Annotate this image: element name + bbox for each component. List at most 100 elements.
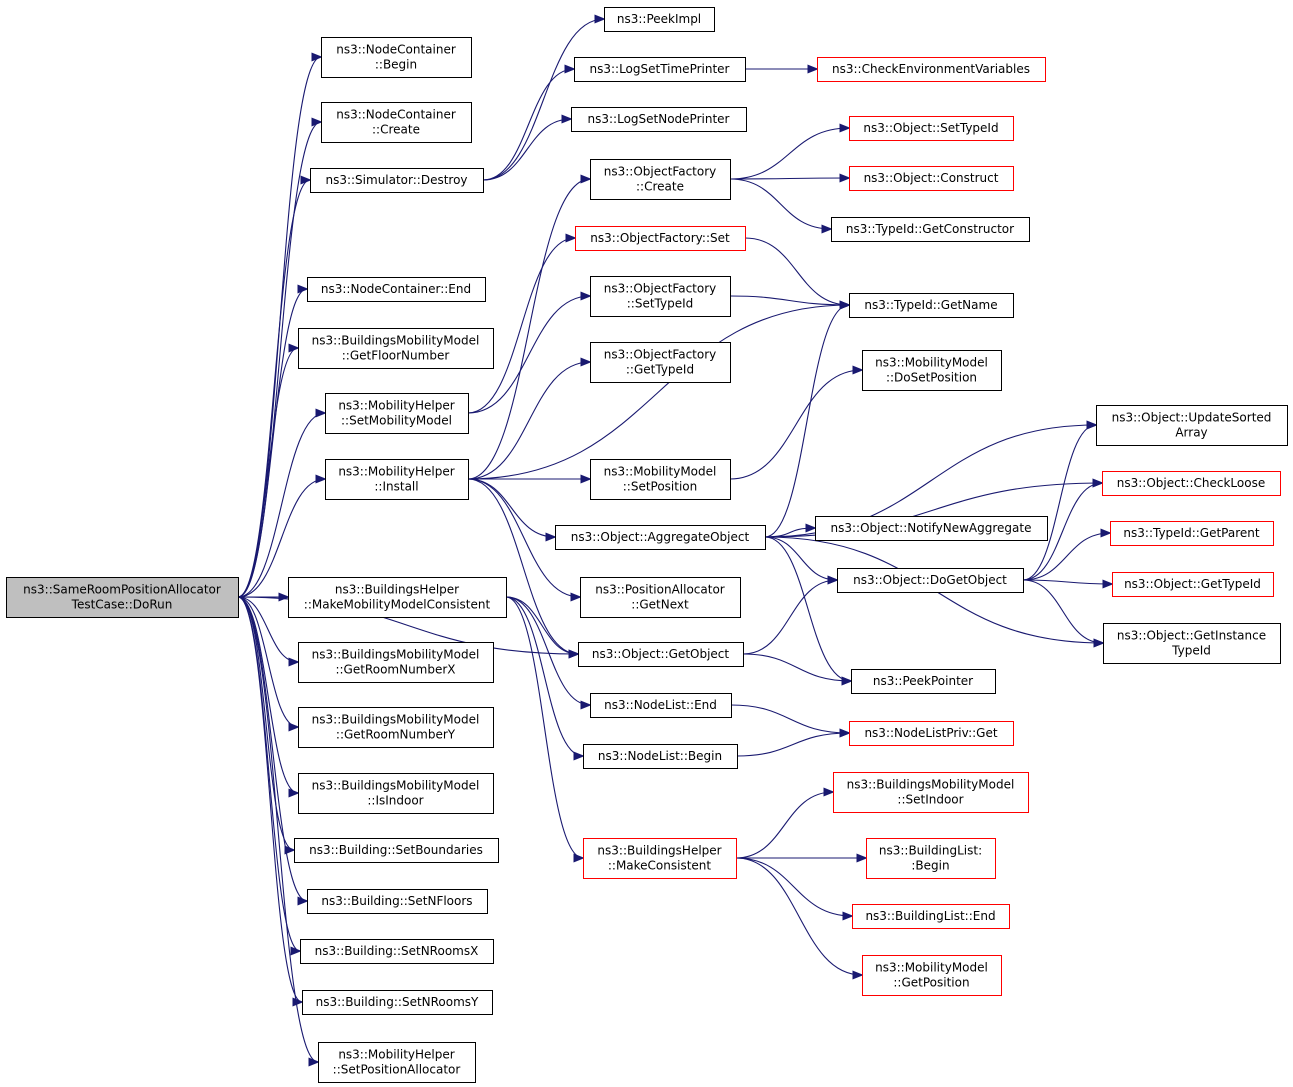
node-checkenv[interactable]: ns3::CheckEnvironmentVariables [817, 57, 1046, 82]
node-nc-begin[interactable]: ns3::NodeContainer::Begin [321, 37, 472, 78]
node-mm-dosetpos[interactable]: ns3::MobilityModel::DoSetPosition [862, 350, 1002, 391]
node-box [298, 773, 494, 814]
node-label: ns3::NodeContainer [336, 108, 456, 122]
node-of-create[interactable]: ns3::ObjectFactory::Create [590, 159, 731, 200]
node-bl-end[interactable]: ns3::BuildingList::End [852, 904, 1010, 929]
edge-obj_dogetobject-to-obj_getinsttid [1022, 579, 1103, 643]
node-box [862, 955, 1002, 996]
edge-root-to-sim_destroy [237, 180, 310, 598]
node-pa-getnext[interactable]: ns3::PositionAllocator::GetNext [580, 577, 741, 618]
edge-bh_mc-to-bmm_setindoor [735, 792, 833, 859]
node-obj-getobject[interactable]: ns3::Object::GetObject [578, 642, 744, 667]
edge-root-to-b_setnroomsx [237, 596, 300, 951]
node-box [321, 37, 472, 78]
node-obj-settypeid[interactable]: ns3::Object::SetTypeId [849, 116, 1014, 141]
node-bl-begin[interactable]: ns3::BuildingList::Begin [866, 838, 996, 879]
node-bmm-floor[interactable]: ns3::BuildingsMobilityModel::GetFloorNum… [298, 328, 494, 369]
node-box [580, 577, 741, 618]
node-label: ns3::BuildingsMobilityModel [312, 779, 480, 793]
node-label: ::GetFloorNumber [342, 349, 450, 363]
node-peekimpl[interactable]: ns3::PeekImpl [604, 7, 715, 32]
node-of-set[interactable]: ns3::ObjectFactory::Set [575, 226, 746, 251]
node-nc-create[interactable]: ns3::NodeContainer::Create [321, 102, 472, 143]
node-bmm-indoor[interactable]: ns3::BuildingsMobilityModel::IsIndoor [298, 773, 494, 814]
node-label: ::SetTypeId [627, 297, 694, 311]
node-obj-aggregate[interactable]: ns3::Object::AggregateObject [555, 525, 766, 550]
edge-of_create-to-tid_getctor [729, 178, 831, 229]
node-mh-install[interactable]: ns3::MobilityHelper::Install [325, 459, 469, 500]
node-tid-getparent[interactable]: ns3::TypeId::GetParent [1110, 521, 1274, 546]
edge-of_set-to-tid_getname [744, 237, 849, 305]
node-box [590, 159, 731, 200]
node-obj-construct[interactable]: ns3::Object::Construct [849, 166, 1014, 191]
node-b-setnroomsy[interactable]: ns3::Building::SetNRoomsY [302, 990, 493, 1015]
node-box [590, 693, 732, 718]
node-sim-destroy[interactable]: ns3::Simulator::Destroy [310, 168, 484, 193]
node-box [318, 1042, 476, 1083]
node-box [325, 459, 469, 500]
node-box [1112, 572, 1274, 597]
node-peekpointer[interactable]: ns3::PeekPointer [851, 669, 996, 694]
node-bh-mmmc[interactable]: ns3::BuildingsHelper::MakeMobilityModelC… [288, 577, 507, 618]
node-obj-notify[interactable]: ns3::Object::NotifyNewAggregate [815, 516, 1048, 541]
node-label: ::DoSetPosition [886, 371, 977, 385]
node-label: ns3::Object::NotifyNewAggregate [831, 521, 1032, 535]
edge-obj_aggregate-to-obj_dogetobject [764, 536, 837, 580]
node-box [555, 525, 766, 550]
node-nlpriv-get[interactable]: ns3::NodeListPriv::Get [849, 721, 1014, 746]
node-mh-setmm[interactable]: ns3::MobilityHelper::SetMobilityModel [325, 393, 469, 434]
edge-obj_aggregate-to-tid_getname [764, 305, 849, 538]
node-logsettime[interactable]: ns3::LogSetTimePrinter [574, 57, 746, 82]
node-label: ns3::Object::AggregateObject [571, 530, 750, 544]
node-label: ns3::ObjectFactory [604, 348, 717, 362]
node-obj-checkloose[interactable]: ns3::Object::CheckLoose [1102, 471, 1281, 496]
edge-root-to-bmm_roomy [237, 596, 298, 727]
node-label: ns3::NodeList::Begin [598, 749, 722, 763]
node-nl-end[interactable]: ns3::NodeList::End [590, 693, 732, 718]
node-bmm-setindoor[interactable]: ns3::BuildingsMobilityModel::SetIndoor [833, 772, 1029, 813]
node-b-setnroomsx[interactable]: ns3::Building::SetNRoomsX [300, 939, 494, 964]
node-b-setnfloors[interactable]: ns3::Building::SetNFloors [307, 889, 488, 914]
node-bmm-roomx[interactable]: ns3::BuildingsMobilityModel::GetRoomNumb… [298, 642, 494, 683]
node-obj-dogetobject[interactable]: ns3::Object::DoGetObject [837, 568, 1024, 593]
node-label: ns3::ObjectFactory [604, 282, 717, 296]
node-of-settypeid[interactable]: ns3::ObjectFactory::SetTypeId [590, 276, 731, 317]
node-label: ns3::BuildingsHelper [335, 583, 459, 597]
node-box [578, 642, 744, 667]
node-box [583, 838, 737, 879]
node-logsetnode[interactable]: ns3::LogSetNodePrinter [571, 107, 747, 132]
node-box [307, 277, 486, 302]
node-label: ns3::Object::Construct [864, 171, 999, 185]
node-label: ns3::Building::SetNRoomsY [316, 995, 479, 1009]
node-label: ::Install [374, 480, 418, 494]
node-label: ns3::Object::CheckLoose [1117, 476, 1265, 490]
edge-obj_dogetobject-to-obj_checkloose [1022, 483, 1102, 581]
node-box [1110, 521, 1274, 546]
edge-obj_dogetobject-to-obj_updsorted [1022, 425, 1096, 581]
node-bh-mc[interactable]: ns3::BuildingsHelper::MakeConsistent [583, 838, 737, 879]
node-mm-getpos[interactable]: ns3::MobilityModel::GetPosition [862, 955, 1002, 996]
node-label: ns3::TypeId::GetConstructor [846, 222, 1014, 236]
node-box [817, 57, 1046, 82]
node-obj-gettypeid[interactable]: ns3::Object::GetTypeId [1112, 572, 1274, 597]
node-nc-end[interactable]: ns3::NodeContainer::End [307, 277, 486, 302]
edge-mh_install-to-obj_aggregate [467, 478, 555, 537]
node-box [815, 516, 1048, 541]
node-tid-getctor[interactable]: ns3::TypeId::GetConstructor [831, 217, 1030, 242]
node-b-setbound[interactable]: ns3::Building::SetBoundaries [294, 838, 499, 863]
node-label: ns3::ObjectFactory::Set [590, 231, 730, 245]
edge-obj_aggregate-to-peekpointer [764, 536, 851, 681]
node-bmm-roomy[interactable]: ns3::BuildingsMobilityModel::GetRoomNumb… [298, 707, 494, 748]
node-of-gettypeid[interactable]: ns3::ObjectFactory::GetTypeId [590, 342, 731, 383]
node-mh-setpa[interactable]: ns3::MobilityHelper::SetPositionAllocato… [318, 1042, 476, 1083]
node-label: ns3::BuildingList::End [865, 909, 995, 923]
node-box [310, 168, 484, 193]
edge-root-to-bmm_roomx [237, 596, 298, 662]
node-nl-begin[interactable]: ns3::NodeList::Begin [583, 744, 738, 769]
node-root[interactable]: ns3::SameRoomPositionAllocatorTestCase::… [6, 577, 239, 618]
node-tid-getname[interactable]: ns3::TypeId::GetName [849, 293, 1014, 318]
node-mm-setpos[interactable]: ns3::MobilityModel::SetPosition [590, 459, 731, 500]
node-box [574, 57, 746, 82]
